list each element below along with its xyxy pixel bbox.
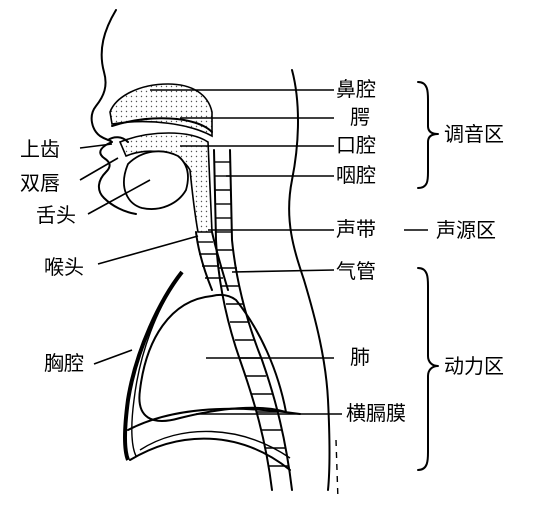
bracket-articulation [417, 81, 439, 189]
diaphragm-shape [127, 407, 301, 431]
label-trachea: 气管 [336, 259, 376, 283]
neck-dashed [335, 439, 339, 501]
label-upper-teeth: 上齿 [20, 137, 60, 161]
label-zone-voice-source: 声源区 [436, 218, 496, 242]
label-palate: 腭 [350, 105, 370, 129]
leader-trachea [231, 269, 335, 273]
vertebrae [214, 161, 288, 467]
trachea-rear [211, 231, 229, 291]
leader-upper-teeth [79, 143, 113, 149]
teeth-shape [107, 136, 129, 143]
leader-chest [93, 349, 133, 365]
leader-larynx [97, 235, 199, 265]
leader-tongue [87, 179, 151, 215]
spine-front [213, 149, 273, 491]
trachea-rings [197, 241, 223, 279]
label-tongue: 舌头 [36, 203, 76, 227]
label-diaphragm: 横膈膜 [346, 401, 406, 425]
leader-lips [79, 157, 119, 181]
label-chest-cavity: 胸腔 [44, 351, 84, 375]
label-lips: 双唇 [20, 171, 60, 195]
bracket-power [417, 267, 439, 471]
label-nasal-cavity: 鼻腔 [336, 77, 376, 101]
chest-inner [131, 281, 177, 457]
abdomen-curve [129, 437, 291, 471]
label-lungs: 肺 [350, 345, 370, 369]
back-of-neck [288, 69, 331, 491]
tongue-shape [123, 150, 189, 210]
spine-back [229, 149, 293, 491]
label-zone-articulation: 调音区 [444, 122, 504, 146]
face-profile [90, 9, 137, 215]
label-pharynx: 咽腔 [336, 163, 376, 187]
abdomen-inner [139, 430, 291, 459]
label-zone-power: 动力区 [444, 354, 504, 378]
label-oral-cavity: 口腔 [336, 133, 376, 157]
chest-wall [123, 270, 184, 461]
nasal-cavity-shape [109, 83, 213, 138]
label-vocal-cords: 声带 [336, 217, 376, 241]
trachea-front [195, 231, 213, 291]
palate-shape [111, 117, 213, 133]
label-larynx: 喉头 [44, 255, 84, 279]
